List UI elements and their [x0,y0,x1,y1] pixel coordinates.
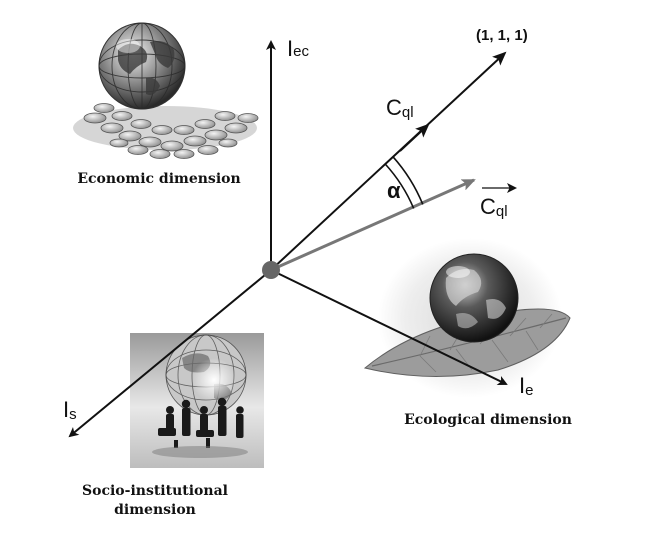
ecological-dimension-label: Ecological dimension [404,412,572,428]
social-axis-label: Is [63,397,77,423]
socio-institutional-dimension-label: Socio-institutional [82,483,228,499]
globe-on-coins-image [73,22,259,159]
angle-arc [384,156,424,209]
globe-with-silhouettes-image [130,333,264,468]
ideal-direction-line [270,51,507,271]
ecological-axis-label: Ie [519,373,533,399]
ideal-point-label: (1, 1, 1) [476,27,528,44]
origin-point [262,261,280,279]
actual-vector-label: Cql [480,183,517,220]
economic-axis-label: Iec [287,36,309,61]
social-axis [68,269,272,438]
socio-institutional-dimension-label-line2: dimension [114,502,196,518]
ecological-axis [270,269,508,386]
ideal-vector-arrowhead [399,123,430,152]
svg-text:Cql: Cql [480,194,508,220]
ideal-vector-label: Cql [386,95,414,121]
earth-on-leaf-image [363,238,571,398]
angle-alpha-label: α [387,178,401,203]
economic-dimension-label: Economic dimension [77,171,240,187]
actual-vector [270,178,476,272]
axes [68,40,508,438]
